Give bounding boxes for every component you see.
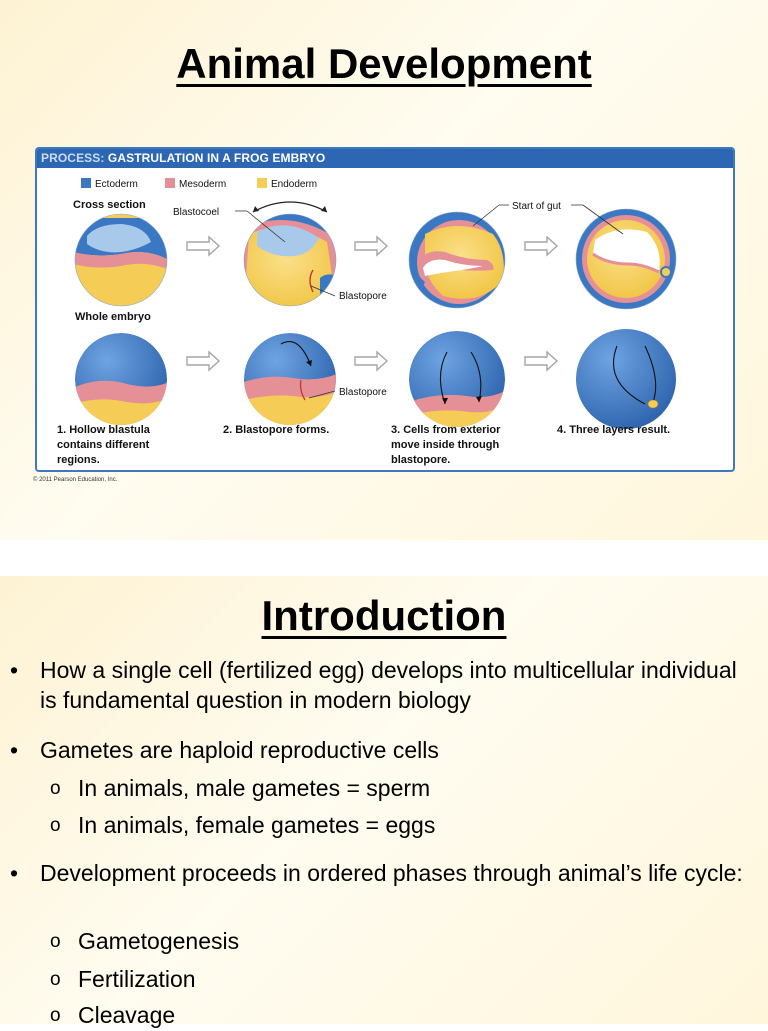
sub-bullet-text: Gametogenesis — [78, 928, 240, 954]
start-of-gut-callout: Start of gut — [512, 201, 561, 212]
sub-bullet-item: o Gametogenesis — [50, 926, 240, 956]
stage-arrows — [186, 235, 559, 372]
cross-section-label: Cross section — [73, 199, 146, 211]
step-1-line-2: contains different — [57, 439, 150, 451]
slide-title: Introduction — [261, 592, 507, 639]
ectoderm-swatch — [81, 178, 91, 188]
figure-header-text: GASTRULATION IN A FROG EMBRYO — [104, 151, 326, 165]
cross-section-1 — [75, 214, 167, 306]
bullet-item: Gametes are haploid reproductive cells — [10, 735, 755, 765]
step-1-line-1: 1. Hollow blastula — [57, 424, 151, 436]
whole-embryo-3 — [409, 331, 505, 427]
blastocoel-callout: Blastocoel — [173, 207, 219, 218]
sub-bullet-marker: o — [50, 815, 61, 836]
bullet-item: How a single cell (fertilized egg) devel… — [10, 655, 755, 715]
endoderm-swatch — [257, 178, 267, 188]
sub-bullet-marker: o — [50, 931, 61, 952]
sub-bullet-text: Cleavage — [78, 1002, 176, 1028]
whole-embryo-1 — [75, 333, 167, 425]
figure-header-prefix: PROCESS: — [41, 151, 105, 165]
blastopore-bottom-callout: Blastopore — [339, 387, 387, 398]
sub-bullet-text: In animals, male gametes = sperm — [78, 775, 431, 801]
sub-bullet-item: o Cleavage — [50, 1000, 176, 1030]
sub-bullet-item: o Fertilization — [50, 964, 196, 994]
whole-embryo-label: Whole embryo — [75, 311, 151, 323]
step-captions: 1. Hollow blastula contains different re… — [57, 424, 670, 466]
sub-bullet-item: o In animals, male gametes = sperm — [50, 773, 431, 803]
step-2-line-1: 2. Blastopore forms. — [223, 424, 329, 436]
mesoderm-swatch — [165, 178, 175, 188]
slide-title: Animal Development — [176, 40, 592, 87]
whole-embryo-2 — [244, 333, 336, 425]
sub-bullet-marker: o — [50, 778, 61, 799]
sub-bullet-marker: o — [50, 969, 61, 990]
sub-bullet-marker: o — [50, 1005, 61, 1026]
cross-section-3 — [409, 212, 505, 308]
legend-endoderm: Endoderm — [271, 179, 317, 190]
step-1-line-3: regions. — [57, 454, 100, 466]
legend: Ectoderm Mesoderm Endoderm — [81, 178, 317, 190]
gastrulation-figure: PROCESS: GASTRULATION IN A FROG EMBRYO — [35, 147, 735, 472]
whole-embryo-4 — [576, 329, 676, 429]
copyright-notice: © 2011 Pearson Education, Inc. — [33, 477, 118, 483]
bullet-item: Development proceeds in ordered phases t… — [10, 858, 755, 888]
legend-mesoderm: Mesoderm — [179, 179, 226, 190]
rotation-arrow — [252, 201, 328, 213]
figure-header: PROCESS: GASTRULATION IN A FROG EMBRYO — [37, 149, 733, 168]
step-3-line-3: blastopore. — [391, 454, 450, 466]
step-3-line-2: move inside through — [391, 439, 499, 451]
gastrulation-diagram: Ectoderm Mesoderm Endoderm Cross section… — [57, 178, 677, 466]
cross-section-4 — [576, 209, 676, 309]
sub-bullet-text: Fertilization — [78, 966, 196, 992]
step-4-line-1: 4. Three layers result. — [557, 424, 670, 436]
step-3-line-1: 3. Cells from exterior — [391, 424, 501, 436]
slide-introduction: Introduction How a single cell (fertiliz… — [0, 576, 768, 1028]
blastopore-top-callout: Blastopore — [339, 291, 387, 302]
slide-animal-development: Animal Development PROCESS: GASTRULATION… — [0, 0, 768, 540]
sub-bullet-item: o In animals, female gametes = eggs — [50, 810, 436, 840]
sub-bullet-text: In animals, female gametes = eggs — [78, 812, 436, 838]
legend-ectoderm: Ectoderm — [95, 179, 138, 190]
